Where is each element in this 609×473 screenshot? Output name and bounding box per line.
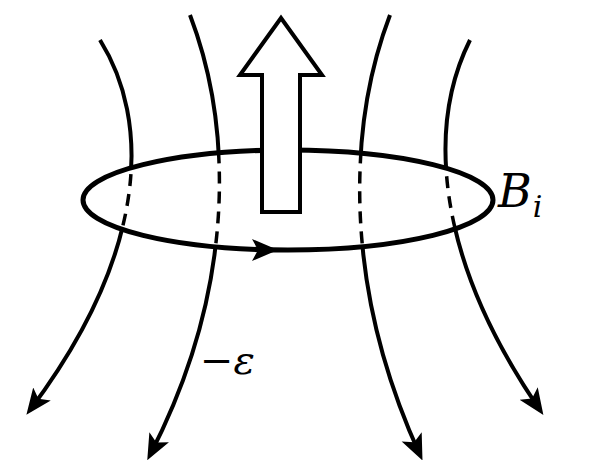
current-arrow (250, 250, 272, 251)
field-subscript: i (533, 192, 543, 222)
field-symbol: B (498, 168, 532, 214)
induced-field-arrow (240, 18, 322, 212)
emf-label: −ε (200, 340, 255, 380)
field-lines (30, 15, 540, 455)
field-lines-hidden (30, 15, 540, 455)
